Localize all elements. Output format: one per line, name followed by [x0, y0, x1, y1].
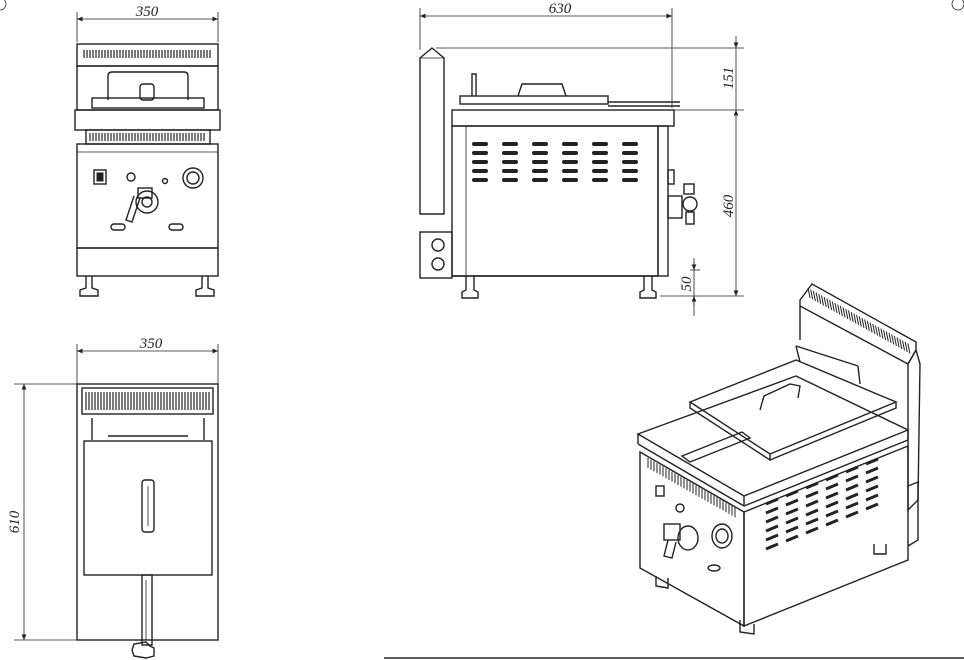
upper-height-label: 151 [721, 67, 737, 90]
side-view: 630 151 460 50 [419, 1, 744, 316]
indicator-icon [126, 172, 136, 182]
thermostat-knob-icon [182, 167, 204, 189]
top-back-grille [85, 392, 210, 410]
front-back-grille [83, 50, 211, 58]
drain-tap-icon [125, 187, 159, 223]
basket-handle-end-icon [131, 641, 155, 659]
lid-handle-icon [141, 479, 155, 533]
top-depth-label: 610 [7, 510, 23, 533]
isometric-side-vents [765, 457, 879, 551]
front-view: 350 [74, 4, 221, 297]
isometric-back-grille [807, 287, 911, 354]
isometric-view [636, 283, 921, 635]
iso-lid-handle-icon [759, 383, 801, 411]
side-depth-label: 630 [549, 1, 572, 17]
front-vent-strip [89, 133, 205, 141]
iso-switch-icon [655, 485, 665, 497]
iso-thermostat-knob-icon [711, 523, 733, 549]
leg-height-label: 50 [679, 276, 695, 292]
top-view: 350 610 [7, 336, 219, 659]
body-height-label: 460 [721, 194, 737, 217]
isometric-front-vents [647, 458, 736, 518]
iso-drain-tap-icon [663, 523, 699, 559]
top-width-label: 350 [139, 336, 163, 352]
side-vent-grid [472, 142, 638, 182]
side-drain-tap-icon [667, 169, 698, 225]
front-width-label: 350 [135, 4, 159, 20]
power-switch-icon [93, 169, 107, 185]
